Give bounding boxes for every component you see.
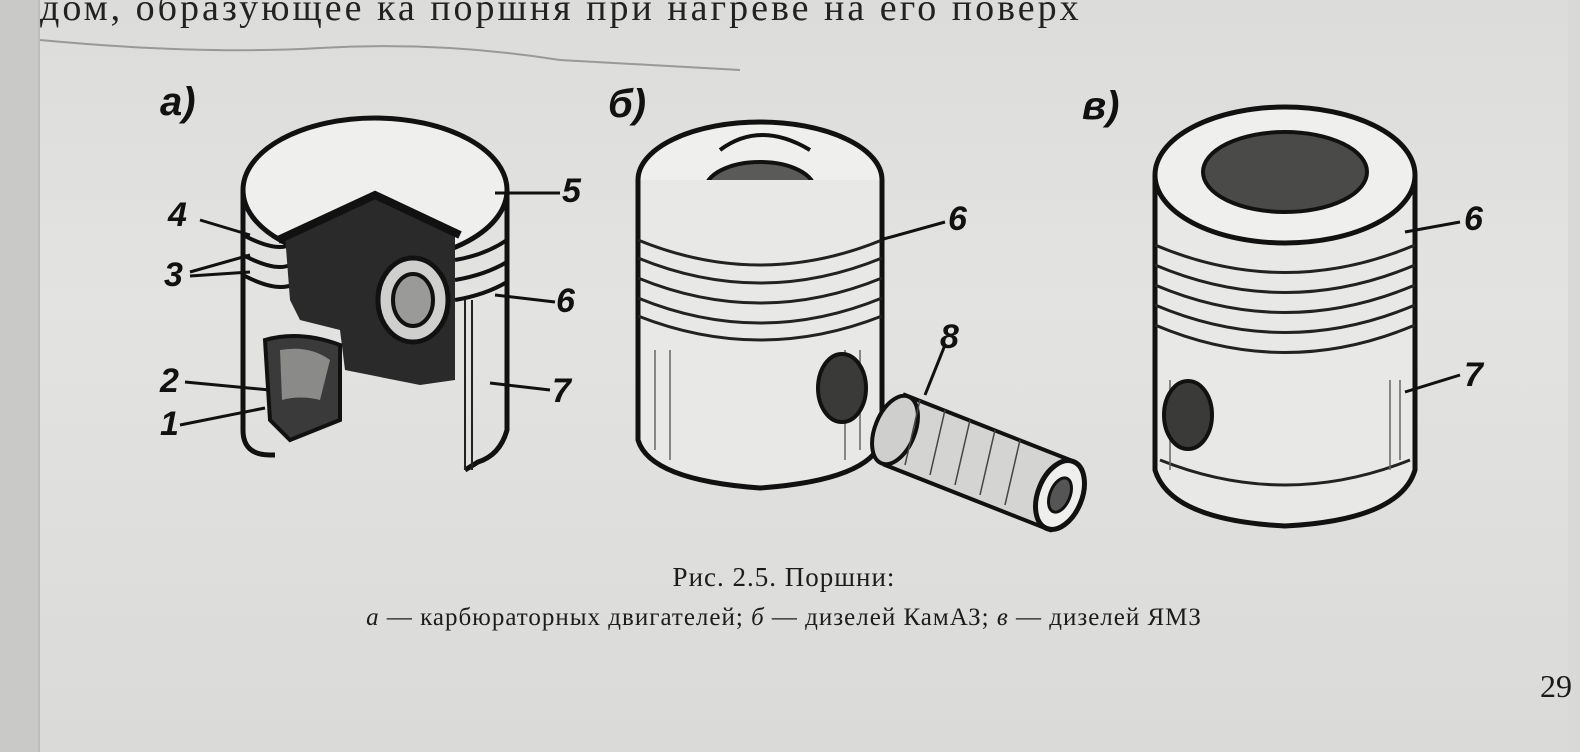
panel-b-label: б) bbox=[608, 82, 647, 126]
callout-a-2: 2 bbox=[160, 362, 179, 400]
caption-letter-a: а bbox=[366, 604, 380, 631]
panel-c-label: в) bbox=[1082, 84, 1120, 128]
callout-a-1: 1 bbox=[160, 405, 179, 443]
piston-a-cutaway bbox=[240, 115, 510, 473]
callout-a-3: 3 bbox=[164, 256, 183, 294]
piston-c-leaders bbox=[1404, 220, 1461, 394]
callout-a-5: 5 bbox=[562, 172, 581, 210]
piston-pin-8 bbox=[870, 392, 1087, 533]
caption-text-c: — дизелей ЯМЗ bbox=[1008, 604, 1202, 631]
caption-text-a: — карбюраторных двигателей; bbox=[379, 604, 752, 631]
caption-letter-b: б bbox=[751, 604, 765, 631]
header-text-fragment: дом, образующее ка поршня при нагреве на… bbox=[40, 0, 1082, 29]
caption-text-b: — дизелей КамАЗ; bbox=[764, 604, 997, 631]
figure-caption-legend: а — карбюраторных двигателей; б — дизеле… bbox=[0, 604, 1568, 632]
figure-caption-title: Рис. 2.5. Поршни: bbox=[672, 562, 896, 592]
piston-a-leaders bbox=[179, 191, 560, 427]
piston-c bbox=[1152, 104, 1418, 529]
callout-a-6: 6 bbox=[556, 282, 575, 320]
panel-a-label: а) bbox=[160, 80, 196, 124]
callout-b-6: 6 bbox=[948, 200, 967, 238]
callout-b-8: 8 bbox=[940, 318, 959, 356]
piston-b bbox=[635, 119, 885, 491]
callout-a-7: 7 bbox=[552, 372, 571, 410]
torn-edge bbox=[39, 39, 741, 71]
page-number: 29 bbox=[1540, 668, 1572, 704]
piston-b-leaders bbox=[879, 220, 947, 396]
page-binding-edge bbox=[0, 0, 40, 752]
callout-c-6: 6 bbox=[1464, 200, 1483, 238]
callout-c-7: 7 bbox=[1464, 356, 1483, 394]
caption-letter-c: в bbox=[996, 604, 1009, 631]
callout-a-4: 4 bbox=[168, 196, 187, 234]
